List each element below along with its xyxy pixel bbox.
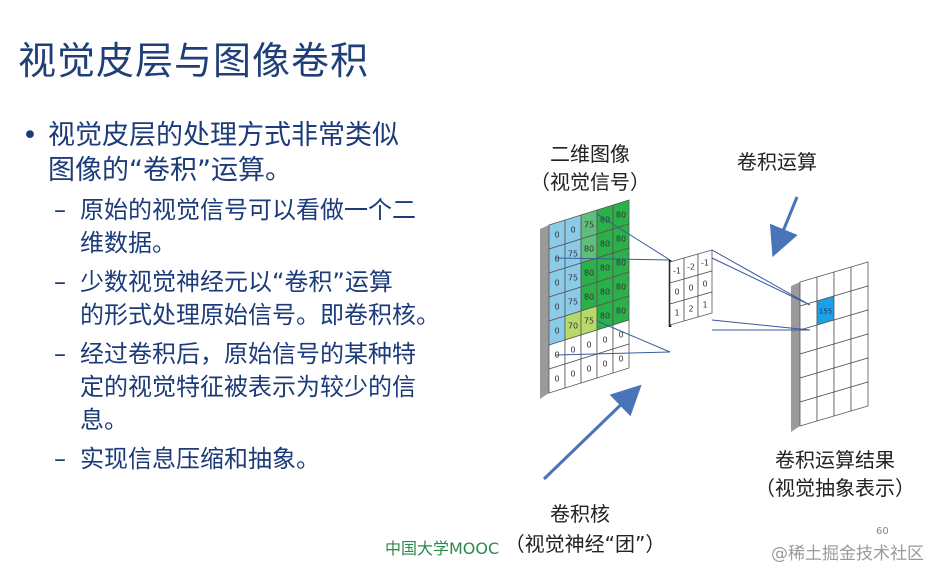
image-cell-value: 0 — [586, 341, 591, 350]
kernel-cell-value: 1 — [674, 309, 679, 318]
kernel-cell-value: 0 — [674, 288, 679, 297]
result-grid: 155 — [791, 261, 869, 432]
image-cell-value: 80 — [616, 283, 626, 292]
image-cell-value: 80 — [600, 312, 610, 321]
image-cell-value: 80 — [584, 293, 594, 302]
sub-bullet-text: 少数视觉神经元以“卷积”运算 的形式处理原始信号。即卷积核。 — [80, 268, 440, 329]
image-cell-value: 0 — [554, 231, 559, 240]
kernel-sublabel: （视觉神经“团”） — [504, 532, 666, 556]
image-cell-value: 0 — [618, 355, 623, 364]
image-cell-value: 0 — [570, 346, 575, 355]
image-cell-value: 0 — [602, 336, 607, 345]
dash-icon: – — [54, 196, 66, 224]
projection-line — [596, 213, 671, 261]
image-cell-value: 75 — [568, 298, 578, 307]
watermark: @稀土掘金技术社区 — [771, 544, 924, 564]
image-cell-value: 80 — [600, 288, 610, 297]
image-cell-value: 0 — [570, 370, 575, 379]
kernel-cell-value: -1 — [701, 259, 709, 268]
sub-bullet: – 经过卷积后，原始信号的某种特 定的视觉特征被表示为较少的信 息。 — [18, 338, 498, 437]
result-cell-value: 155 — [819, 308, 832, 316]
result-cell — [799, 396, 818, 427]
image-cell-value: 80 — [584, 269, 594, 278]
image-cell-value: 0 — [554, 327, 559, 336]
image-cell-value: 0 — [554, 255, 559, 264]
projection-lines — [555, 213, 811, 356]
image-cell-value: 80 — [600, 240, 610, 249]
image-cell-value: 75 — [568, 274, 578, 283]
image-frame — [540, 225, 549, 399]
dash-icon: – — [54, 268, 66, 296]
result-cell — [816, 391, 835, 422]
kernel-cell-value: 1 — [702, 301, 707, 310]
image-cell-value: 0 — [554, 303, 559, 312]
dash-icon: – — [54, 445, 66, 473]
image-cell-value: 0 — [586, 365, 591, 374]
mooc-logo: 中国大学MOOC — [385, 539, 500, 558]
image-cell-value: 0 — [602, 360, 607, 369]
kernel-label: 卷积核 — [550, 502, 610, 526]
image-cell-value: 75 — [584, 221, 594, 230]
conv-op-label: 卷积运算 — [737, 150, 817, 174]
image-cell-value: 0 — [554, 279, 559, 288]
image-cell-value: 80 — [616, 307, 626, 316]
sub-bullet: – 少数视觉神经元以“卷积”运算 的形式处理原始信号。即卷积核。 — [18, 266, 498, 332]
image-cell-value: 0 — [554, 375, 559, 384]
input-image-grid: 0 0 75 80 80 0 75 80 80 80 0 75 80 80 80 0 75 80 80 80 0 70 75… — [540, 199, 630, 399]
kernel-arrow — [542, 384, 642, 481]
image-cell-value: 80 — [616, 211, 626, 220]
projection-line — [596, 320, 671, 353]
image-cell-value: 80 — [600, 216, 610, 225]
sub-bullet-text: 经过卷积后，原始信号的某种特 定的视觉特征被表示为较少的信 息。 — [80, 340, 416, 434]
kernel-cell-value: 0 — [702, 280, 707, 289]
image-cell-value: 0 — [570, 226, 575, 235]
projection-line — [711, 257, 811, 306]
kernel-cell-value: -2 — [687, 263, 695, 272]
kernel-cell-value: -1 — [673, 267, 681, 276]
projection-line — [555, 257, 671, 261]
kernel-cell-value: 2 — [688, 305, 693, 314]
bullet-dot-icon: • — [22, 120, 38, 151]
projection-line — [711, 319, 811, 331]
image-cell-value: 0 — [618, 331, 623, 340]
dash-icon: – — [54, 340, 66, 368]
sub-bullet: – 原始的视觉信号可以看做一个二 维数据。 — [18, 194, 498, 260]
sub-bullet: – 实现信息压缩和抽象。 — [18, 443, 498, 476]
image-cell-value: 70 — [568, 322, 578, 331]
image-label: 二维图像 （视觉信号） — [530, 142, 650, 194]
bullet-list: • 视觉皮层的处理方式非常类似 图像的“卷积”运算。 – 原始的视觉信号可以看做… — [18, 118, 498, 476]
image-cell-value: 80 — [600, 264, 610, 273]
image-cell-value: 75 — [568, 250, 578, 259]
slide-title: 视觉皮层与图像卷积 — [18, 39, 370, 83]
sub-bullet-text: 实现信息压缩和抽象。 — [80, 445, 320, 473]
main-bullet-text: 视觉皮层的处理方式非常类似 图像的“卷积”运算。 — [48, 120, 399, 186]
projection-line — [711, 249, 811, 306]
result-cell — [850, 381, 869, 412]
projection-line — [555, 351, 671, 356]
conv-arrow — [769, 196, 799, 258]
kernel-cell — [697, 291, 713, 318]
kernel-cell-value: 0 — [688, 284, 693, 293]
image-cell-value: 80 — [616, 259, 626, 268]
image-cell — [612, 343, 630, 374]
result-cell — [833, 386, 852, 417]
result-frame — [791, 282, 800, 432]
image-cell-value: 80 — [616, 235, 626, 244]
sub-bullet-text: 原始的视觉信号可以看做一个二 维数据。 — [80, 196, 416, 257]
page-number: 60 — [876, 526, 889, 537]
result-label: 卷积运算结果 （视觉抽象表示） — [755, 448, 915, 500]
main-bullet: • 视觉皮层的处理方式非常类似 图像的“卷积”运算。 — [18, 118, 498, 188]
image-cell-value: 80 — [584, 245, 594, 254]
image-cell-value: 75 — [584, 317, 594, 326]
